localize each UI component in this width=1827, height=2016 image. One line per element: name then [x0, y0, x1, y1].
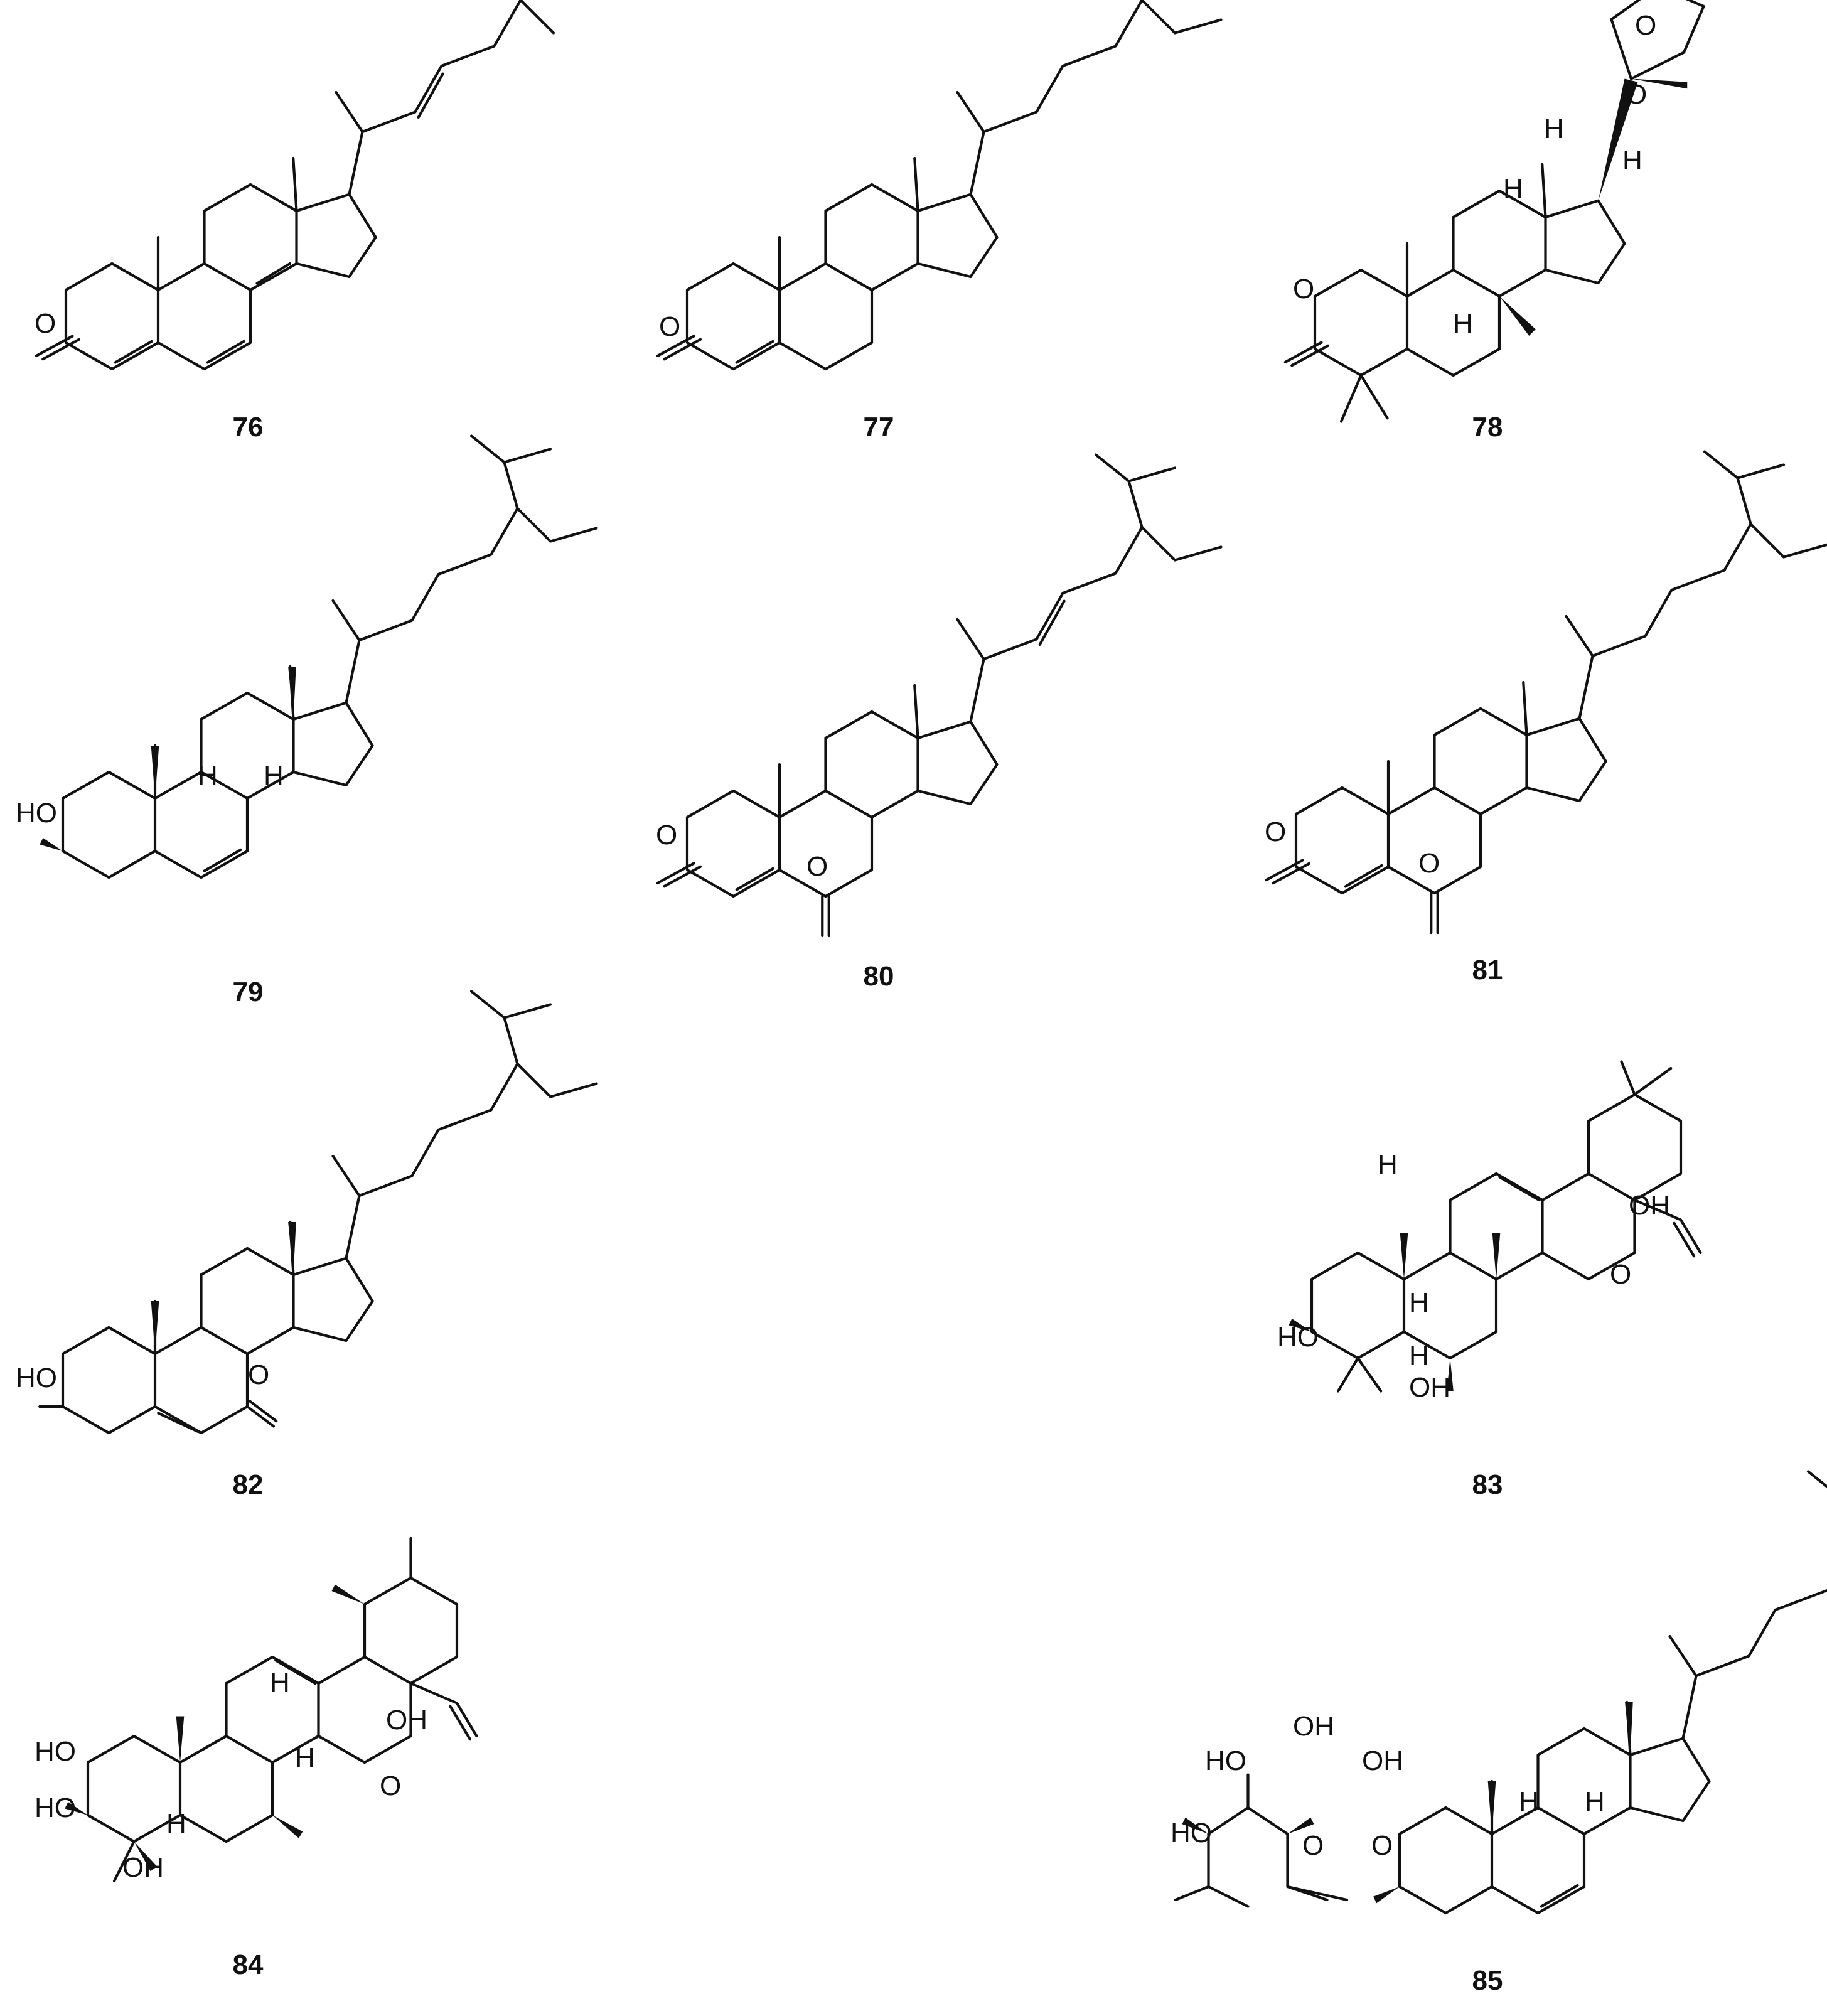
compound-label-82: 82	[233, 1469, 264, 1500]
atom-label-80: O	[656, 820, 677, 850]
atom-label-84: OH	[122, 1852, 164, 1883]
structure-85	[1174, 1472, 1827, 1914]
atom-label-85: H	[1585, 1786, 1605, 1817]
compound-label-78: 78	[1472, 412, 1503, 442]
atom-label-85: O	[1371, 1830, 1393, 1861]
atom-label-81: O	[1418, 848, 1440, 879]
structure-82	[38, 992, 596, 1434]
compound-label-80: 80	[864, 961, 894, 992]
atom-label-84: H	[295, 1742, 315, 1773]
atom-label-77: O	[659, 311, 680, 342]
atom-label-84: OH	[386, 1705, 427, 1735]
atom-label-85: H	[1519, 1786, 1539, 1817]
atom-label-82: HO	[16, 1363, 57, 1393]
atom-label-78: O	[1626, 79, 1647, 110]
atom-label-83: HO	[1277, 1322, 1319, 1353]
compound-label-81: 81	[1472, 955, 1503, 985]
atom-label-78: H	[1544, 114, 1564, 144]
compound-label-79: 79	[233, 977, 264, 1007]
atom-label-85: OH	[1293, 1711, 1334, 1742]
structure-76	[35, 0, 555, 369]
atom-label-85: O	[1302, 1830, 1324, 1861]
atom-label-83: OH	[1629, 1190, 1670, 1221]
atom-label-84: H	[270, 1667, 290, 1698]
atom-label-83: H	[1409, 1341, 1429, 1371]
atom-label-82: O	[248, 1359, 269, 1390]
structure-78	[1283, 0, 1705, 423]
atom-label-85: HO	[1205, 1745, 1246, 1776]
compound-label-77: 77	[864, 412, 894, 442]
atom-label-84: HO	[35, 1793, 76, 1823]
atom-label-84: H	[166, 1808, 186, 1839]
structure-79	[40, 436, 596, 878]
structure-80	[656, 453, 1223, 938]
atom-label-76: O	[35, 308, 56, 339]
atom-label-84: O	[380, 1771, 401, 1801]
atom-label-85: OH	[1362, 1745, 1403, 1776]
atom-label-79: H	[198, 760, 218, 791]
atom-label-80: O	[806, 851, 828, 882]
atom-label-78: O	[1293, 274, 1314, 304]
structure-81	[1265, 452, 1827, 935]
atom-label-78: H	[1453, 308, 1473, 339]
structure-83	[1289, 1060, 1702, 1393]
structure-77	[656, 0, 1221, 369]
compound-number-labels: 76 77 78 79 80 81 82 83 84 85	[233, 412, 1503, 1996]
compound-label-83: 83	[1472, 1469, 1503, 1500]
atom-label-85: HO	[1171, 1818, 1212, 1848]
structure-84	[65, 1536, 478, 1883]
compound-label-85: 85	[1472, 1965, 1503, 1996]
atom-label-83: H	[1409, 1287, 1429, 1318]
compound-label-84: 84	[233, 1949, 264, 1980]
atom-label-78: H	[1503, 173, 1523, 204]
atom-label-83: O	[1610, 1259, 1631, 1290]
atom-label-81: O	[1265, 817, 1286, 847]
compound-label-76: 76	[233, 412, 264, 442]
atom-label-78: O	[1635, 10, 1656, 41]
atom-label-84: HO	[35, 1736, 76, 1767]
atom-label-78: H	[1622, 145, 1642, 176]
atom-label-83: H	[1378, 1149, 1398, 1180]
atom-label-79: H	[264, 760, 284, 791]
atom-label-83: OH	[1409, 1372, 1450, 1403]
atom-label-79: HO	[16, 798, 57, 828]
